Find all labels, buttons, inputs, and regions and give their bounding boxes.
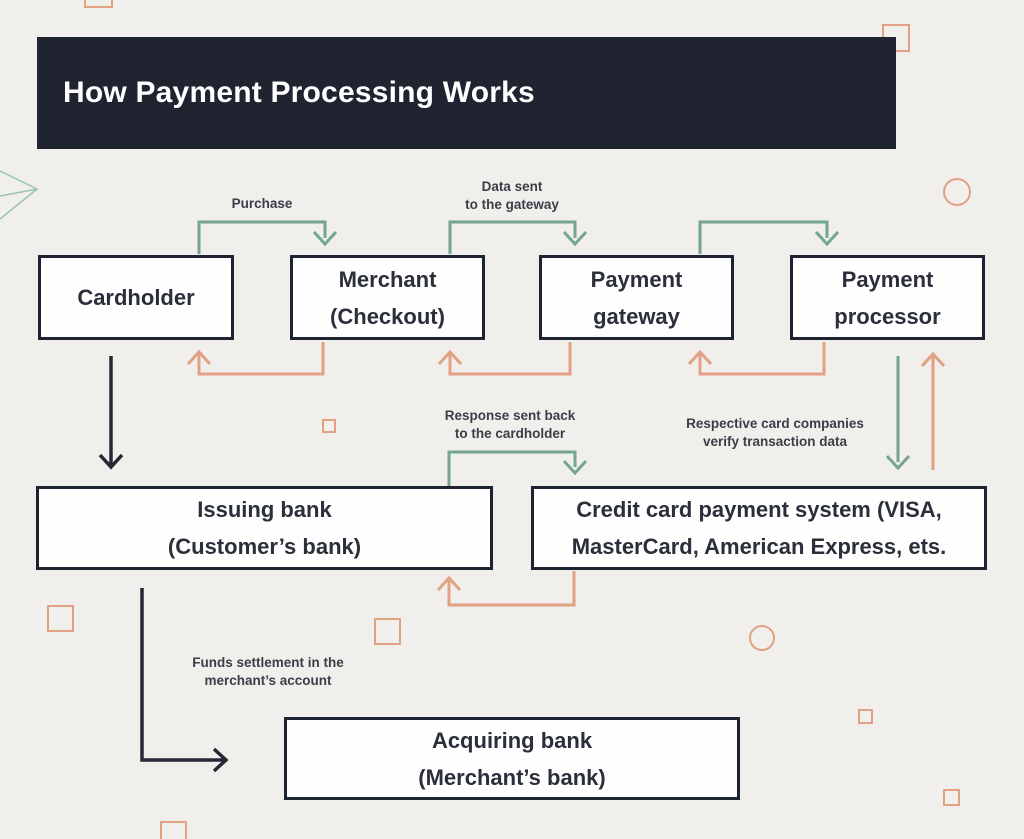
square-decoration [160,821,187,839]
arrowhead-up-icon [437,349,463,366]
node-label: Acquiring bank [431,727,593,753]
arrowhead-right-icon [212,747,229,773]
arrow-card-system-to-issuing-bank [436,571,576,607]
decorative-shapes [0,0,971,839]
arrow-processor-to-card-system [885,356,911,471]
arrowhead-up-icon [687,349,713,366]
node-label: Credit card payment system (VISA, [576,497,942,522]
square-decoration [47,605,74,632]
circle-decoration [943,178,971,206]
node-label: Payment [841,266,934,292]
node-label: (Merchant’s bank) [418,764,606,790]
arrow-data-sent-to-gateway [448,220,588,254]
node-label: Payment [590,266,683,292]
node-label: gateway [593,303,680,329]
node-label: Issuing bank [197,497,332,522]
node-issuing-bank: Issuing bank (Customer’s bank) [36,486,493,570]
arrow-funds-to-acquiring-bank [140,588,229,773]
arrowhead-down-icon [885,454,911,471]
square-decoration [84,0,113,8]
triangle-decoration [0,170,39,220]
page-title: How Payment Processing Works [63,76,535,109]
arrow-card-system-to-processor [920,351,946,470]
node-payment-gateway: Payment gateway [539,255,734,340]
square-decoration [858,709,873,724]
node-payment-processor: Payment processor [790,255,985,340]
node-label: (Customer’s bank) [167,534,362,559]
node-label: MasterCard, American Express, ets. [571,534,947,559]
node-label: Merchant [338,266,437,292]
arrowhead-down-icon [562,230,588,247]
arrowhead-up-icon [186,349,212,366]
arrowhead-down-icon [98,453,124,470]
node-acquiring-bank: Acquiring bank (Merchant’s bank) [284,717,740,800]
edge-label-purchase: Purchase [231,196,293,211]
edge-label-data-sent: Data sent to the gateway [465,179,559,212]
arrowhead-down-icon [814,230,840,247]
arrowhead-down-icon [562,459,588,476]
arrow-gateway-to-merchant [437,342,572,376]
square-decoration [943,789,960,806]
arrow-response-to-card-system [447,450,588,487]
edge-label-funds-settlement: Funds settlement in the merchant’s accou… [192,655,344,688]
arrow-processor-to-gateway [687,342,826,376]
node-label: (Checkout) [330,303,445,329]
arrow-gateway-to-processor [698,220,840,254]
node-credit-card-payment-system: Credit card payment system (VISA, Master… [531,486,987,570]
node-label: processor [834,303,941,329]
circle-decoration [749,625,775,651]
square-decoration [374,618,401,645]
arrowhead-up-icon [436,575,462,592]
arrowhead-up-icon [920,351,946,368]
edge-label-response: Response sent back to the cardholder [444,408,576,441]
title-bar: How Payment Processing Works [37,37,896,149]
square-decoration [322,419,336,433]
edge-label-verify: Respective card companies verify transac… [686,416,864,449]
node-cardholder: Cardholder [38,255,234,340]
node-label: Cardholder [77,285,195,310]
arrow-cardholder-to-issuing-bank [98,356,124,470]
arrowhead-down-icon [312,230,338,247]
arrow-purchase [197,220,338,254]
node-merchant-checkout: Merchant (Checkout) [290,255,485,340]
arrow-merchant-to-cardholder [186,342,325,376]
